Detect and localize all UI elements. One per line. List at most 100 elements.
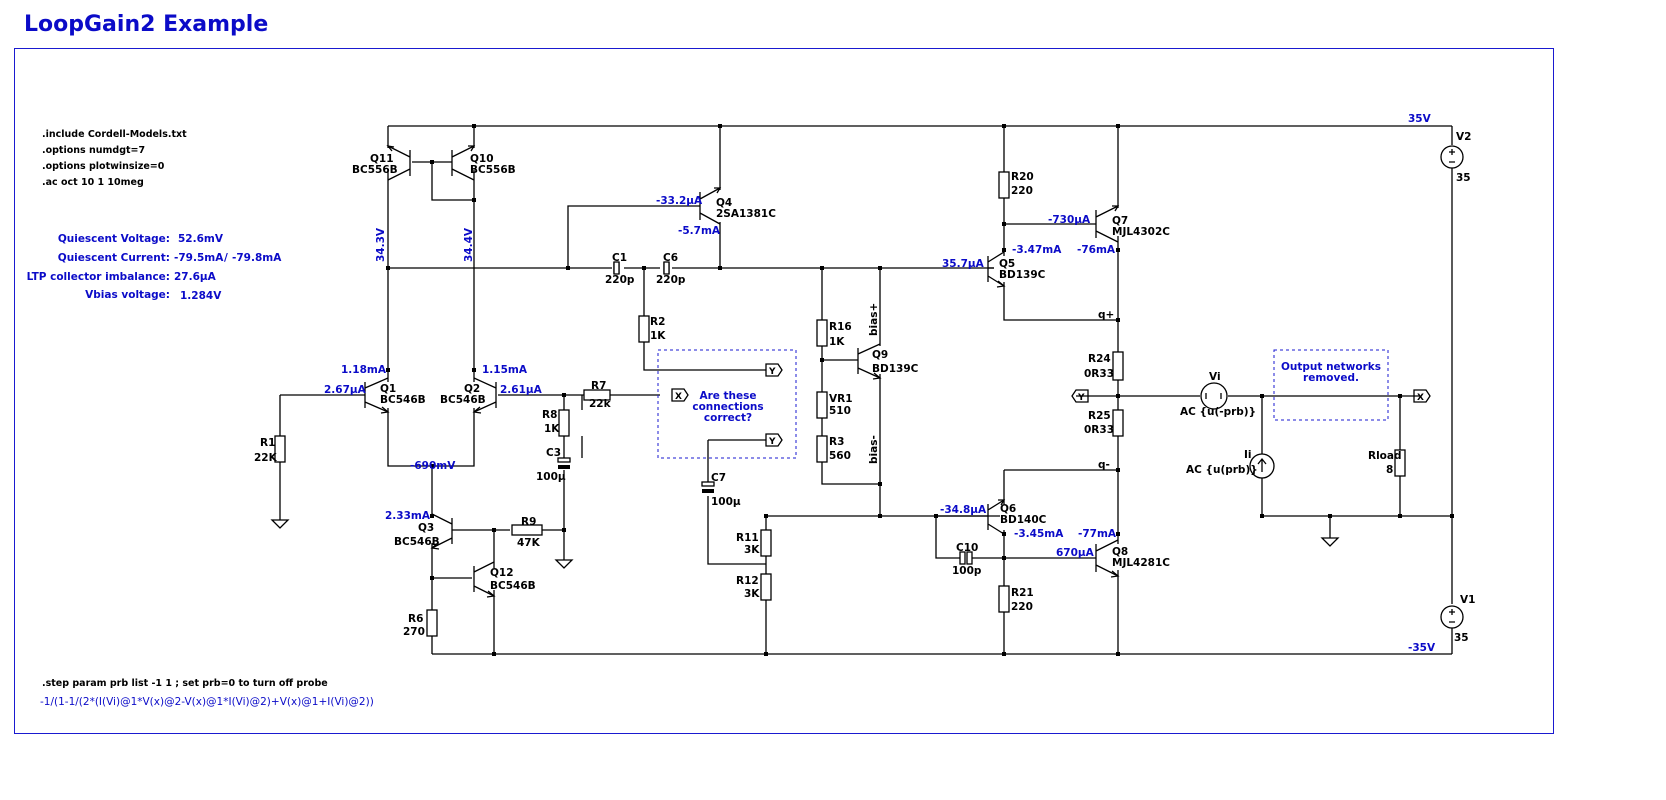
net-flag-label: Y: [768, 367, 776, 377]
label-r20-value: 220: [1011, 185, 1033, 197]
op-i-q4b: -33.2µA: [656, 195, 703, 207]
resistor-r24: [1112, 351, 1124, 381]
label-q11: Q11: [370, 153, 394, 165]
op-v-q11c: 34.3V: [375, 227, 387, 262]
label-r16-value: 1K: [829, 336, 845, 348]
net-flag-label: Y: [1077, 393, 1085, 403]
resistor-r6: [426, 609, 438, 637]
label-r6: R6: [408, 613, 423, 625]
label-r7-value: 22k: [589, 398, 612, 410]
net-flag-y-bottom: [765, 433, 783, 447]
label-c6: C6: [663, 252, 678, 264]
net-label-biasminus: bias-: [868, 435, 880, 464]
transistor-q4: [699, 187, 722, 225]
transistor-q5: [987, 251, 1006, 288]
label-c10-value: 100p: [952, 565, 982, 577]
net-flag-label: X: [675, 392, 682, 402]
label-r7: R7: [591, 380, 606, 392]
label-r11-value: 3K: [744, 544, 760, 556]
op-i-q7c: -76mA: [1077, 244, 1116, 256]
op-i-q5e: -3.47mA: [1012, 244, 1062, 256]
resistor-r9: [511, 524, 543, 536]
label-c1: C1: [612, 252, 627, 264]
net-labels: 35V -35V q+ q- bias+ bias- X Y Y Y X: [675, 113, 1436, 654]
label-vr1-value: 510: [829, 405, 851, 417]
vbias-label: Vbias voltage:: [85, 289, 170, 301]
transistor-q1: [364, 377, 390, 414]
resistor-r2: [638, 315, 650, 343]
resistor-rload: [1394, 449, 1406, 477]
capacitor-c3: [557, 457, 571, 463]
label-r3: R3: [829, 436, 844, 448]
label-r25: R25: [1088, 410, 1111, 422]
junctions: [386, 124, 1454, 656]
resistor-r20: [998, 171, 1010, 199]
transistor-q9: [857, 343, 882, 380]
label-r2: R2: [650, 316, 665, 328]
transistor-q11: [386, 145, 411, 181]
label-q1: Q1: [380, 383, 396, 395]
label-r8: R8: [542, 409, 557, 421]
label-q11-model: BC556B: [352, 164, 398, 176]
label-c3: C3: [546, 447, 561, 459]
net-label-vpos: 35V: [1408, 113, 1432, 125]
label-rload: Rload: [1368, 450, 1402, 462]
step-directive: .step param prb list -1 1 ; set prb=0 to…: [42, 678, 328, 689]
net-flags: [671, 363, 1431, 447]
directive-line: .options plotwinsize=0: [42, 161, 165, 172]
label-r9: R9: [521, 516, 536, 528]
label-q3-model: BC546B: [394, 536, 440, 548]
label-r12-value: 3K: [744, 588, 760, 600]
net-flag-y-top: [765, 363, 783, 377]
label-q10-model: BC556B: [470, 164, 516, 176]
label-vi: Vi: [1209, 371, 1221, 383]
label-q12-model: BC546B: [490, 580, 536, 592]
ltp-value: 27.6µA: [174, 271, 217, 283]
label-r3-value: 560: [829, 450, 851, 462]
grounds: [270, 519, 1340, 569]
sources: [1200, 145, 1464, 629]
schematic-frame: [14, 48, 1554, 734]
label-q2-model: BC546B: [440, 394, 486, 406]
op-i-q6b: -34.8µA: [940, 504, 987, 516]
label-c7-value: 100µ: [711, 496, 741, 508]
resistors: [274, 171, 1406, 637]
op-i-q3c: 2.33mA: [385, 510, 431, 522]
quiescent-current-value: -79.5mA: [174, 252, 224, 264]
quiescent-voltage-label: Quiescent Voltage:: [58, 233, 170, 245]
transistor-q6: [936, 499, 1006, 535]
label-c7: C7: [711, 472, 726, 484]
label-r20: R20: [1011, 171, 1034, 183]
ltp-label: LTP collector imbalance:: [27, 271, 170, 283]
label-q5-model: BD139C: [999, 269, 1046, 281]
loopgain-formula: -1/(1-1/(2*(I(Vi)@1*V(x)@2-V(x)@1*I(Vi)@…: [40, 696, 374, 708]
op-v-q10c: 34.4V: [463, 227, 475, 262]
note-connections: Are these: [699, 390, 756, 402]
label-r16: R16: [829, 321, 852, 333]
op-i-q4c: -5.7mA: [678, 225, 721, 237]
resistor-r3: [816, 435, 828, 463]
output-note-box: [1273, 349, 1389, 421]
op-i-q2b: 2.61µA: [500, 384, 543, 396]
label-r11: R11: [736, 532, 759, 544]
label-v1-value: 35: [1454, 632, 1469, 644]
op-i-q1c: 1.18mA: [341, 364, 387, 376]
label-r1-value: 22K: [254, 452, 278, 464]
label-q1-model: BC546B: [380, 394, 426, 406]
label-q4-model: 2SA1381C: [716, 208, 776, 220]
op-i-q2c: 1.15mA: [482, 364, 528, 376]
net-flag-y-right: [1071, 389, 1089, 403]
component-labels: Q11 BC556B Q10 BC556B Q1 BC546B Q2 BC546…: [254, 131, 1475, 644]
wires: [279, 125, 1453, 655]
label-r25-value: 0R33: [1084, 424, 1114, 436]
voltage-source-vi: [1200, 382, 1228, 410]
label-q3: Q3: [418, 522, 434, 534]
directive-line: .ac oct 10 1 10meg: [42, 177, 144, 188]
label-r1: R1: [260, 437, 275, 449]
quiescent-current-sep: /: [224, 252, 228, 264]
resistor-r12: [760, 573, 772, 601]
label-r2-value: 1K: [650, 330, 666, 342]
voltage-source-v1: [1440, 605, 1464, 629]
quiescent-voltage-value: 52.6mV: [178, 233, 224, 245]
